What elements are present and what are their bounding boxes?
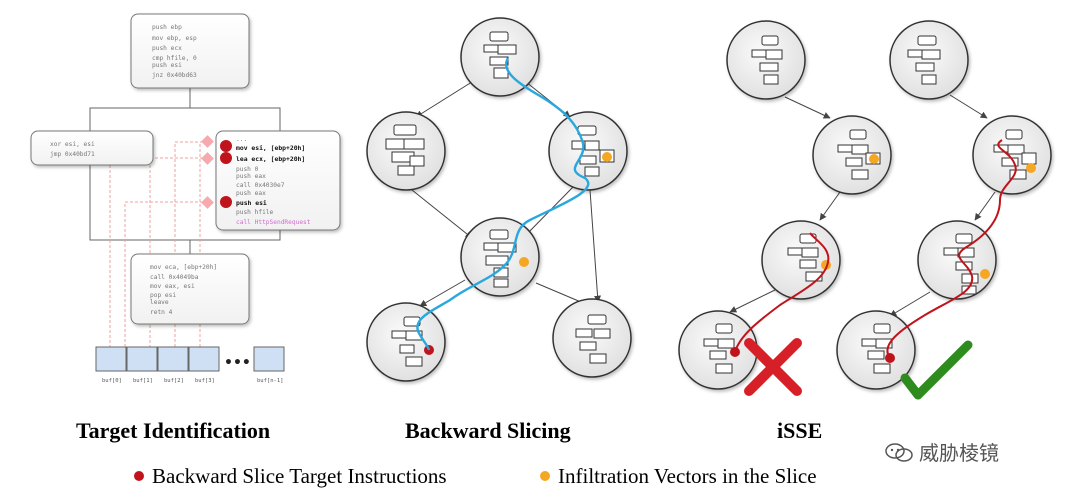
target-instruction-dot — [220, 152, 232, 164]
cfg-edges — [89, 88, 281, 254]
orange-dot-icon — [540, 471, 550, 481]
node-cfg-icon — [907, 35, 941, 85]
node-cfg-icon — [391, 316, 423, 367]
target-instruction-dot — [220, 196, 232, 208]
code-line: mov eax, esi — [150, 283, 195, 290]
function-node — [889, 20, 969, 100]
code-line-api-call: call HttpSendRequest — [236, 219, 311, 226]
function-node — [460, 17, 540, 97]
node-cfg-icon — [483, 229, 517, 288]
function-node — [761, 220, 841, 300]
function-node — [726, 20, 806, 100]
isse-path-rejected — [734, 232, 830, 353]
node-cfg-icon — [483, 31, 517, 79]
code-line: pop esi — [150, 292, 176, 299]
node-cfg-icon — [751, 35, 783, 85]
code-line: call 0x4049ba — [150, 274, 199, 281]
function-node — [812, 115, 892, 195]
code-line: cmp hfile, 0 — [152, 55, 197, 62]
function-node — [552, 298, 632, 378]
function-node — [678, 310, 758, 390]
buffer-cell — [157, 346, 189, 372]
code-line-target: push esi — [236, 199, 267, 207]
target-identification-panel: push ebp mov ebp, esp push ecx cmp hfile… — [30, 13, 341, 384]
code-line-target: mov esi, [ebp+20h] — [236, 144, 305, 152]
code-block-top-lines: push ebp mov ebp, esp push ecx cmp hfile… — [152, 24, 197, 79]
backward-slice-path — [416, 57, 590, 351]
buffer-ellipsis: ••• — [224, 355, 251, 371]
code-line: push eax — [236, 190, 266, 197]
target-markers — [201, 135, 232, 209]
function-node — [366, 111, 446, 191]
infiltration-vector-dot — [519, 257, 529, 267]
infiltration-vector-dot — [1026, 163, 1036, 173]
panel-title-isse: iSSE — [777, 418, 823, 443]
code-line: push ebp — [152, 24, 182, 31]
code-line: mov eca, [ebp+20h] — [150, 264, 217, 271]
legend-label: Backward Slice Target Instructions — [152, 464, 447, 488]
code-line: push 0 — [236, 166, 259, 173]
buffer-label: buf[2] — [164, 378, 184, 384]
red-dot-icon — [134, 471, 144, 481]
code-line: xor esi, esi — [50, 141, 95, 148]
code-line: ... — [236, 136, 247, 143]
legend-label: Infiltration Vectors in the Slice — [558, 464, 817, 488]
function-node — [460, 217, 540, 297]
wechat-logo-icon — [885, 443, 913, 463]
code-block-bottom — [130, 253, 250, 325]
watermark: 威胁棱镜 — [885, 437, 999, 466]
buffer-cell — [95, 346, 127, 372]
node-cfg-icon — [385, 124, 425, 176]
legend-item-slice-target: Backward Slice Target Instructions — [134, 464, 447, 489]
buffer-array: ••• buf[0] buf[1] buf[2] buf[3] buf[n-1] — [95, 346, 285, 384]
buffer-cell — [188, 346, 220, 372]
buffer-cell — [253, 346, 285, 372]
function-node — [366, 302, 446, 382]
cross-mark-icon — [744, 338, 802, 396]
code-block-bottom-lines: mov eca, [ebp+20h] call 0x4049ba mov eax… — [150, 264, 217, 316]
panel-title-target-identification: Target Identification — [76, 418, 271, 443]
buffer-label: buf[0] — [102, 378, 122, 384]
code-line: jnz 0x40bd63 — [152, 72, 197, 79]
watermark-text: 威胁棱镜 — [919, 441, 999, 465]
code-block-left — [30, 130, 154, 166]
code-line: jmp 0x40bd71 — [50, 151, 95, 158]
legend-item-infiltration-vector: Infiltration Vectors in the Slice — [540, 464, 817, 489]
check-mark-icon — [900, 340, 973, 400]
buffer-label: buf[1] — [133, 378, 153, 384]
code-block-middle-lines: ... mov esi, [ebp+20h] lea ecx, [ebp+20h… — [236, 136, 311, 226]
node-cfg-icon — [575, 314, 611, 364]
code-line: push hfile — [236, 209, 274, 216]
code-line: mov ebp, esp — [152, 35, 197, 42]
code-line: push esi — [152, 62, 182, 69]
code-line: call 0x4030e7 — [236, 182, 285, 189]
node-cfg-icon — [861, 323, 893, 374]
buffer-label: buf[3] — [195, 378, 215, 384]
isse-path-accepted — [886, 139, 1017, 359]
function-node — [548, 111, 628, 191]
infiltration-vector-dot — [869, 154, 879, 164]
infiltration-vector-dot — [980, 269, 990, 279]
panel-title-backward-slicing: Backward Slicing — [405, 418, 571, 443]
buffer-label: buf[n-1] — [257, 378, 284, 384]
buffer-cell — [126, 346, 158, 372]
isse-edges — [729, 94, 996, 317]
function-node — [836, 310, 916, 390]
code-line: push eax — [236, 173, 266, 180]
code-block-middle — [215, 130, 341, 231]
target-instruction-dot — [220, 140, 232, 152]
code-line-target: lea ecx, [ebp+20h] — [236, 155, 305, 163]
code-line: push ecx — [152, 45, 182, 52]
code-line: leave — [150, 299, 169, 306]
isse-panel — [678, 20, 1052, 400]
node-cfg-icon — [703, 323, 735, 374]
infiltration-vector-dot — [602, 152, 612, 162]
function-node — [972, 115, 1052, 195]
code-block-top — [130, 13, 250, 89]
code-line: retn 4 — [150, 309, 173, 316]
backward-slicing-panel — [366, 17, 632, 382]
